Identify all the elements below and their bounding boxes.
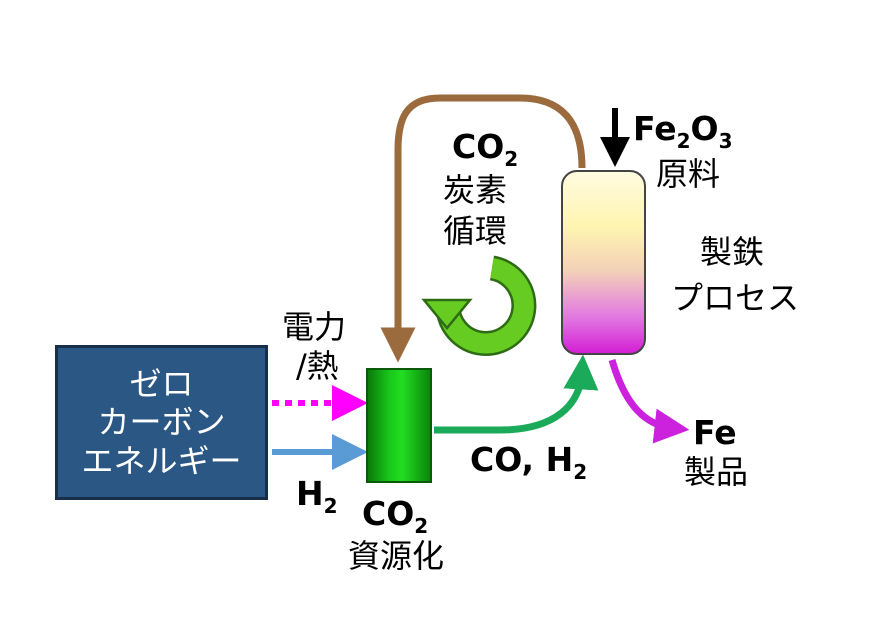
co2-resource-formula: CO2 xyxy=(362,494,429,538)
carbon-cycle-formula: CO2 xyxy=(452,127,519,171)
product-formula: Fe xyxy=(693,413,737,452)
co2-conversion-reactor xyxy=(366,368,432,483)
energy-line-3: エネルギー xyxy=(81,441,242,480)
power-label: 電力 xyxy=(282,308,347,346)
syngas-label: CO, H2 xyxy=(470,440,588,484)
process-line-1: 製鉄 xyxy=(700,233,765,271)
zero-carbon-energy-box: ゼロ カーボン エネルギー xyxy=(55,345,268,500)
hydrogen-label: H2 xyxy=(296,474,338,518)
heat-label: /熱 xyxy=(296,347,339,385)
carbon-cycle-line-2: 循環 xyxy=(443,212,508,250)
co2-recycle-arrow xyxy=(380,94,586,363)
raw-material-formula: Fe2O3 xyxy=(633,109,733,153)
product-arrow xyxy=(608,359,690,444)
co2-resource-label: 資源化 xyxy=(348,537,445,575)
carbon-cycle-icon xyxy=(421,255,537,356)
energy-line-2: カーボン xyxy=(97,403,226,442)
product-label: 製品 xyxy=(684,453,749,491)
carbon-cycle-line-1: 炭素 xyxy=(443,171,508,209)
energy-line-1: ゼロ xyxy=(129,364,194,403)
ironmaking-furnace xyxy=(561,170,646,355)
raw-material-label: 原料 xyxy=(656,155,721,193)
process-line-2: プロセス xyxy=(671,279,800,317)
syngas-arrow xyxy=(434,354,599,434)
